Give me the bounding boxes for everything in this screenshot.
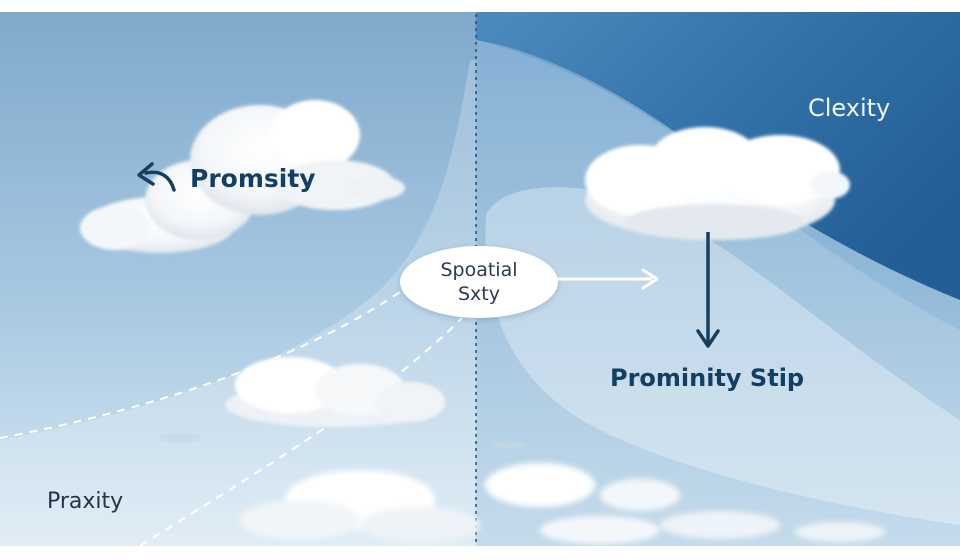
label-praxity: Praxity <box>47 489 124 514</box>
center-node-line1: Spoatial <box>440 259 518 281</box>
label-prominity-stip: Prominity Stip <box>610 364 805 392</box>
center-node: Spoatial Sxty <box>400 246 558 318</box>
cloud-right <box>585 127 850 240</box>
dashed-curve-inner <box>139 317 463 547</box>
right-pale-region <box>485 187 960 525</box>
center-node-line2: Sxty <box>458 283 500 305</box>
cloud-bottom-right <box>485 463 885 544</box>
curved-arrow-left-icon <box>144 170 176 192</box>
left-sky-panel <box>0 12 476 546</box>
label-promsity: Promsity <box>190 164 316 193</box>
cloud-top-left <box>80 100 405 253</box>
cloud-bottom-left <box>240 470 480 543</box>
label-clexity: Clexity <box>808 94 891 122</box>
dashed-curve-outer <box>0 291 401 439</box>
cloud-middle <box>225 357 445 427</box>
